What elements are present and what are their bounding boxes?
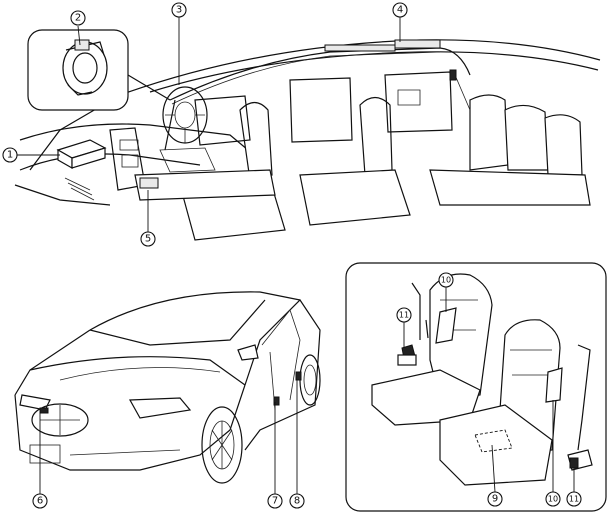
callout-6: 6 — [32, 493, 48, 509]
callout-9: 9 — [487, 491, 503, 507]
callout-7-label: 7 — [272, 496, 278, 507]
callout-8-label: 8 — [294, 496, 300, 507]
seat-detail-inset — [345, 262, 607, 512]
callout-11-upper-label: 11 — [399, 311, 409, 320]
callout-4-label: 4 — [397, 5, 403, 16]
callout-6-label: 6 — [37, 496, 43, 507]
callout-3: 3 — [171, 2, 187, 18]
callout-5: 5 — [140, 231, 156, 247]
callout-10-upper: 10 — [438, 272, 454, 288]
callout-11-upper: 11 — [396, 307, 412, 323]
callout-10-lower: 10 — [545, 491, 561, 507]
callout-10-lower-label: 10 — [548, 495, 558, 504]
callout-11-lower-label: 11 — [569, 495, 579, 504]
callout-2: 2 — [70, 10, 86, 26]
callout-4: 4 — [392, 2, 408, 18]
callout-2-label: 2 — [75, 13, 81, 24]
callout-10-upper-label: 10 — [441, 276, 451, 285]
callout-9-label: 9 — [492, 494, 498, 505]
cabin-interior-illustration — [14, 39, 601, 241]
callout-1: 1 — [2, 147, 18, 163]
callout-3-label: 3 — [176, 5, 182, 16]
clock-spring-inset — [27, 29, 171, 111]
driver-airbag-module-part — [56, 139, 107, 170]
callout-8: 8 — [289, 493, 305, 509]
vehicle-exterior-illustration — [14, 291, 321, 484]
callout-5-label: 5 — [145, 234, 151, 245]
callout-11-lower: 11 — [566, 491, 582, 507]
callout-7: 7 — [267, 493, 283, 509]
leader-lines — [17, 16, 575, 494]
callout-1-label: 1 — [7, 150, 13, 161]
